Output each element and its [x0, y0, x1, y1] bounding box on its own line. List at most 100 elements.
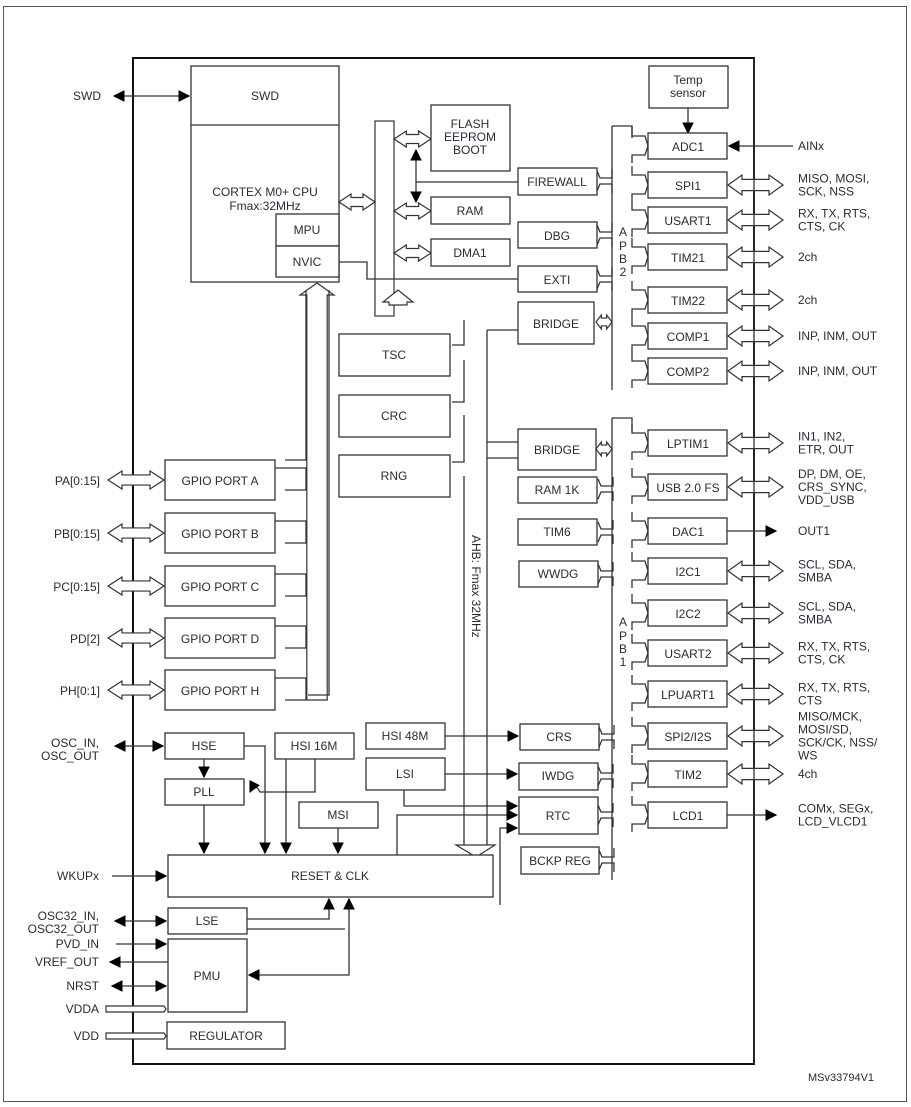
bridge-apb1-block[interactable] [517, 428, 597, 471]
crc-block[interactable] [338, 394, 451, 438]
peripheral-label: SPI1 [675, 179, 701, 193]
signal-double-arrow [726, 359, 785, 383]
pmu-label: PMU [194, 969, 221, 983]
firewall-block[interactable] [517, 167, 598, 196]
signal-label: MISO, MOSI, [798, 172, 869, 186]
signal-double-arrow [726, 682, 785, 706]
crc-label: CRC [381, 409, 407, 423]
dma-block[interactable] [430, 238, 511, 267]
peripheral-tim21[interactable]: TIM21 2ch [631, 238, 817, 274]
signal-label: 2ch [798, 250, 817, 264]
gpio-pin-arrow [106, 679, 166, 701]
firewall-label: FIREWALL [527, 175, 587, 189]
hsi48-block[interactable] [365, 722, 446, 750]
gpio-port-4[interactable]: GPIO PORT HPH[0:1] [60, 669, 307, 711]
peripheral-block[interactable] [647, 243, 728, 271]
figure-id: MSv33794V1 [808, 1072, 874, 1084]
exti-block[interactable] [517, 265, 598, 293]
signal-double-arrow [726, 762, 785, 786]
peripheral-block[interactable] [647, 517, 728, 545]
lse-block[interactable] [167, 907, 248, 935]
pll-block[interactable] [164, 778, 245, 806]
nvic-block[interactable] [275, 245, 340, 278]
pin-osc-out: OSC_OUT [41, 749, 100, 763]
peripheral-block[interactable] [647, 801, 728, 829]
peripheral-label: ADC1 [672, 140, 704, 154]
bckp-reg-block[interactable] [520, 846, 600, 875]
exti-label: EXTI [544, 273, 571, 287]
signal-double-arrow [726, 245, 785, 269]
rtc-block[interactable] [518, 796, 599, 835]
dbg-block[interactable] [517, 221, 598, 249]
lsi-block[interactable] [365, 757, 446, 791]
mpu-block[interactable] [275, 213, 340, 247]
peripheral-block[interactable] [647, 206, 728, 234]
pmu-block[interactable] [167, 938, 248, 1013]
wwdg-block[interactable] [518, 560, 599, 588]
peripheral-block[interactable] [647, 357, 728, 385]
crs-block[interactable] [519, 723, 600, 751]
peripheral-block[interactable] [647, 599, 728, 627]
gpio-port-2[interactable]: GPIO PORT CPC[0:15] [53, 565, 307, 607]
pll-label: PLL [193, 785, 215, 799]
bridge-apb2-arrow [595, 313, 613, 331]
tim6-block[interactable] [517, 518, 598, 546]
pin-pvd-in: PVD_IN [56, 937, 99, 951]
gpio-block[interactable] [164, 617, 276, 659]
peripheral-label: TIM22 [671, 294, 705, 308]
peripheral-label: TIM21 [671, 251, 705, 265]
reset-clk-block[interactable] [167, 854, 494, 898]
dma-label: DMA1 [453, 246, 487, 260]
hse-label: HSE [192, 739, 217, 753]
iwdg-block[interactable] [518, 762, 599, 791]
temp-sensor-block[interactable] [648, 65, 729, 109]
rng-block[interactable] [338, 454, 451, 498]
tsc-block[interactable] [338, 333, 451, 377]
signal-label: MISO/MCK, [798, 710, 862, 724]
peripheral-block[interactable] [647, 171, 728, 199]
pin-osc-in: OSC_IN, [51, 736, 99, 750]
gpio-port-1[interactable]: GPIO PORT BPB[0:15] [54, 512, 307, 554]
bridge-apb2-block[interactable] [517, 301, 595, 345]
gpio-label: GPIO PORT C [181, 580, 260, 594]
ram-block[interactable] [430, 196, 511, 225]
regulator-block[interactable] [166, 1021, 286, 1050]
signal-double-arrow [726, 724, 785, 748]
gpio-pin-arrow [106, 575, 166, 597]
gpio-block[interactable] [164, 459, 276, 501]
ram1k-block[interactable] [517, 476, 598, 504]
gpio-port-0[interactable]: GPIO PORT APA[0:15] [55, 459, 307, 501]
signal-label: RX, TX, RTS, [798, 207, 870, 221]
gpio-port-3[interactable]: GPIO PORT DPD[2] [70, 617, 307, 659]
gpio-block[interactable] [164, 669, 276, 711]
signal-label: COMx, SEGx, [798, 802, 873, 816]
ram1k-label: RAM 1K [535, 483, 580, 497]
signal-double-arrow [726, 324, 785, 348]
peripheral-label: DAC1 [672, 525, 704, 539]
signal-double-arrow [726, 288, 785, 312]
peripheral-block[interactable] [647, 760, 728, 788]
nvic-gpio-bus-arrow [298, 282, 336, 701]
signal-label: RX, TX, RTS, [798, 681, 870, 695]
flash-block[interactable] [430, 104, 511, 172]
msi-block[interactable] [298, 801, 379, 829]
signal-label: SCL, SDA, [798, 558, 856, 572]
gpio-block[interactable] [164, 512, 276, 554]
peripheral-block[interactable] [647, 639, 728, 667]
